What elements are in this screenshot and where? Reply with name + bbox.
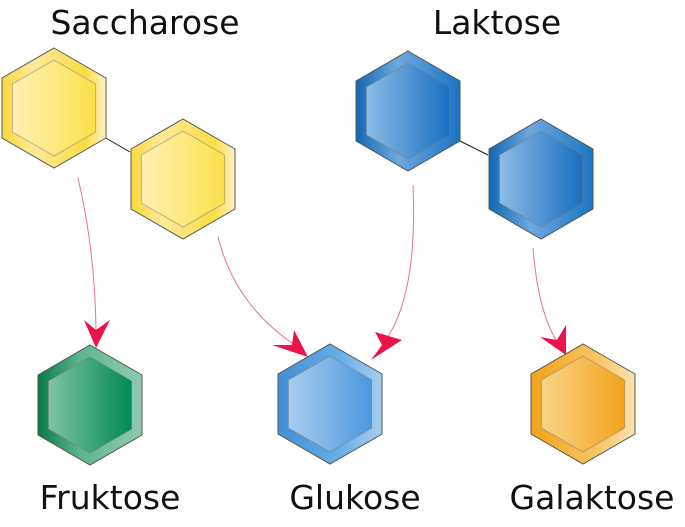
bond-saccharose	[103, 136, 131, 153]
hexagon-fruktose	[37, 344, 143, 466]
hexagon-laktose-1	[355, 50, 461, 172]
hexagon-saccharose-2	[130, 118, 236, 240]
label-fruktose: Fruktose	[40, 478, 181, 517]
hexagon-glukose	[277, 343, 383, 465]
arrow-saccharose-glukose	[217, 236, 296, 346]
arrowhead-icon	[371, 332, 402, 360]
hexagon-saccharose-1	[1, 47, 107, 169]
arrow-laktose-galaktose	[532, 247, 557, 341]
arrow-saccharose-fruktose	[77, 177, 97, 331]
label-saccharose: Saccharose	[50, 3, 239, 42]
label-glukose: Glukose	[289, 478, 420, 517]
arrowhead-icon	[540, 325, 566, 355]
arrowhead-icon	[272, 330, 308, 357]
hexagon-laktose-2	[488, 118, 594, 240]
hexagon-galaktose	[530, 343, 636, 465]
arrow-laktose-glukose	[381, 184, 415, 346]
label-galaktose: Galaktose	[510, 478, 675, 517]
arrowhead-icon	[84, 320, 110, 348]
label-laktose: Laktose	[433, 3, 561, 42]
bond-laktose	[457, 139, 489, 156]
